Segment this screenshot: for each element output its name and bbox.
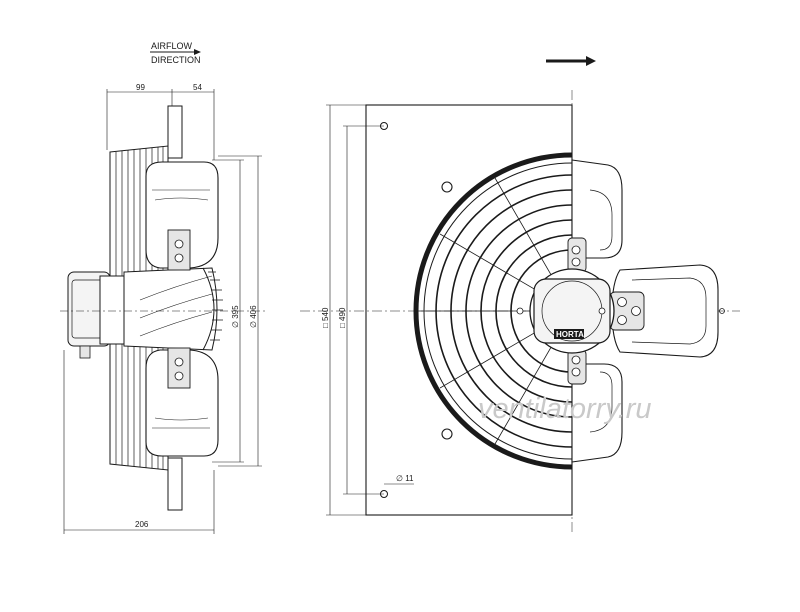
hub-clamp-top — [567, 237, 587, 273]
blade-top-bolt2 — [174, 253, 184, 263]
dim-406: ∅ 406 — [249, 305, 258, 328]
airflow-text-line2: DIRECTION — [151, 55, 201, 65]
blade-bottom-bolt — [174, 357, 184, 367]
blade-top — [145, 161, 219, 269]
cable-gland — [79, 345, 91, 359]
guard-outer-ring — [413, 152, 573, 470]
front-blade-bottom — [571, 363, 623, 463]
blade-bottom-bolt2 — [174, 371, 184, 381]
mounting-plate-top — [167, 105, 183, 159]
dim-206: 206 — [135, 520, 149, 529]
hub-clamp-bottom — [567, 349, 587, 385]
brand-plate — [554, 329, 584, 339]
front-blade-top-inner — [589, 189, 613, 251]
hole-bottom — [380, 490, 388, 498]
watermark: ventilatorry.ru — [478, 393, 652, 425]
airflow-label: AIRFLOW DIRECTION — [150, 41, 201, 65]
hub-bolt-right-1 — [617, 297, 627, 307]
hub-bolt-bottom-1 — [571, 355, 581, 365]
motor-body — [99, 275, 125, 345]
airflow-text-line1: AIRFLOW — [151, 41, 193, 51]
hub-bolt-right-2 — [617, 315, 627, 325]
blade-bottom-hub — [167, 347, 191, 389]
hub-bolt-right-3 — [631, 306, 641, 316]
motor-screw-left — [516, 307, 524, 315]
motor-screw-right — [598, 307, 606, 315]
motor-hub-body — [533, 278, 611, 344]
blade-bottom-lines — [152, 417, 210, 429]
flow-arrow-head — [586, 56, 596, 66]
hub-bolt-top-2 — [571, 257, 581, 267]
blade-right-tip-mark — [719, 308, 725, 314]
blade-top-lines — [152, 189, 210, 201]
brand-logo: HORTA — [556, 330, 584, 339]
rotor-ribs — [208, 271, 223, 341]
hub-bolt-top-1 — [571, 245, 581, 255]
dim-11: ∅ 11 — [396, 474, 414, 483]
guard-lug-top — [441, 181, 453, 193]
airflow-arrowhead — [194, 49, 201, 55]
dim-540: □ 540 — [321, 307, 330, 328]
dim-490: □ 490 — [338, 307, 347, 328]
dim-54: 54 — [193, 83, 202, 92]
blade-top-hub — [167, 229, 191, 271]
mounting-plate-bottom — [167, 457, 183, 511]
rotor-lines — [139, 275, 213, 337]
dim-395: ∅ 395 — [231, 305, 240, 328]
guard-lug-bottom — [441, 428, 453, 440]
rotor-cap — [202, 267, 215, 351]
hub-bolt-bottom-2 — [571, 367, 581, 377]
front-view: □ 540 □ 490 ∅ 11 — [300, 56, 740, 535]
hole-top — [380, 122, 388, 130]
blade-top-bolt — [174, 239, 184, 249]
dim-99: 99 — [136, 83, 145, 92]
front-blade-right-inner — [631, 277, 707, 345]
front-blade-top — [571, 159, 623, 259]
side-view: 99 54 — [60, 83, 265, 534]
blade-bottom — [145, 349, 219, 457]
front-blade-bottom-inner — [589, 371, 613, 433]
rotor — [123, 267, 218, 351]
